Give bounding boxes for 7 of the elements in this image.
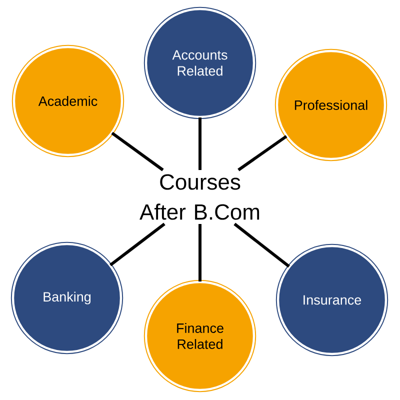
connector-line [111, 132, 164, 172]
connector-line [110, 222, 166, 266]
connector-line [238, 135, 288, 172]
connector-line [198, 118, 202, 170]
central-title: Courses After B.Com [140, 174, 260, 220]
connector-line [198, 224, 202, 282]
connector-line [234, 222, 290, 268]
